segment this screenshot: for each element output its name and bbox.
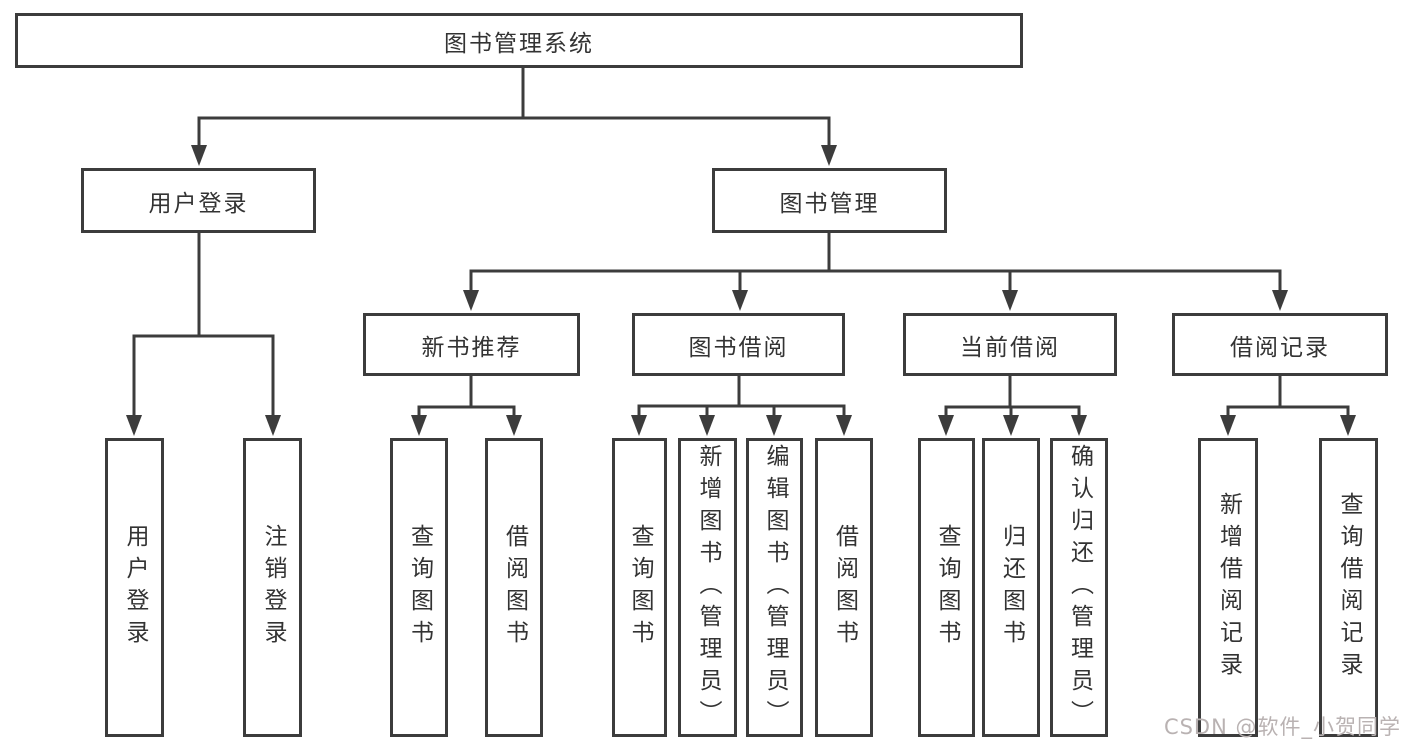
watermark: CSDN @软件_小贺同学 — [1163, 715, 1401, 739]
leaf-records-add: 新增借阅记录 — [1198, 438, 1258, 737]
node-book-management: 图书管理 — [712, 168, 947, 233]
leaf-records-query: 查询借阅记录 — [1319, 438, 1378, 737]
leaf-current-query-books: 查询图书 — [918, 438, 975, 737]
node-current-borrow: 当前借阅 — [903, 313, 1117, 376]
node-new-book-recommend: 新书推荐 — [363, 313, 580, 376]
leaf-recommend-query-books: 查询图书 — [390, 438, 448, 737]
leaf-user-login: 用户登录 — [105, 438, 164, 737]
node-borrow-records: 借阅记录 — [1172, 313, 1388, 376]
leaf-recommend-borrow-books: 借阅图书 — [485, 438, 543, 737]
leaf-logout: 注销登录 — [243, 438, 302, 737]
leaf-current-return-books: 归还图书 — [982, 438, 1040, 737]
node-user-login: 用户登录 — [81, 168, 316, 233]
leaf-borrow-add-books: 新增图书（管理员） — [678, 438, 737, 737]
leaf-borrow-edit-books: 编辑图书（管理员） — [746, 438, 803, 737]
leaf-current-confirm-return: 确认归还（管理员） — [1050, 438, 1108, 737]
node-root: 图书管理系统 — [15, 13, 1023, 68]
leaf-borrow-borrow-books: 借阅图书 — [815, 438, 873, 737]
node-book-borrow: 图书借阅 — [632, 313, 845, 376]
leaf-borrow-query-books: 查询图书 — [612, 438, 667, 737]
